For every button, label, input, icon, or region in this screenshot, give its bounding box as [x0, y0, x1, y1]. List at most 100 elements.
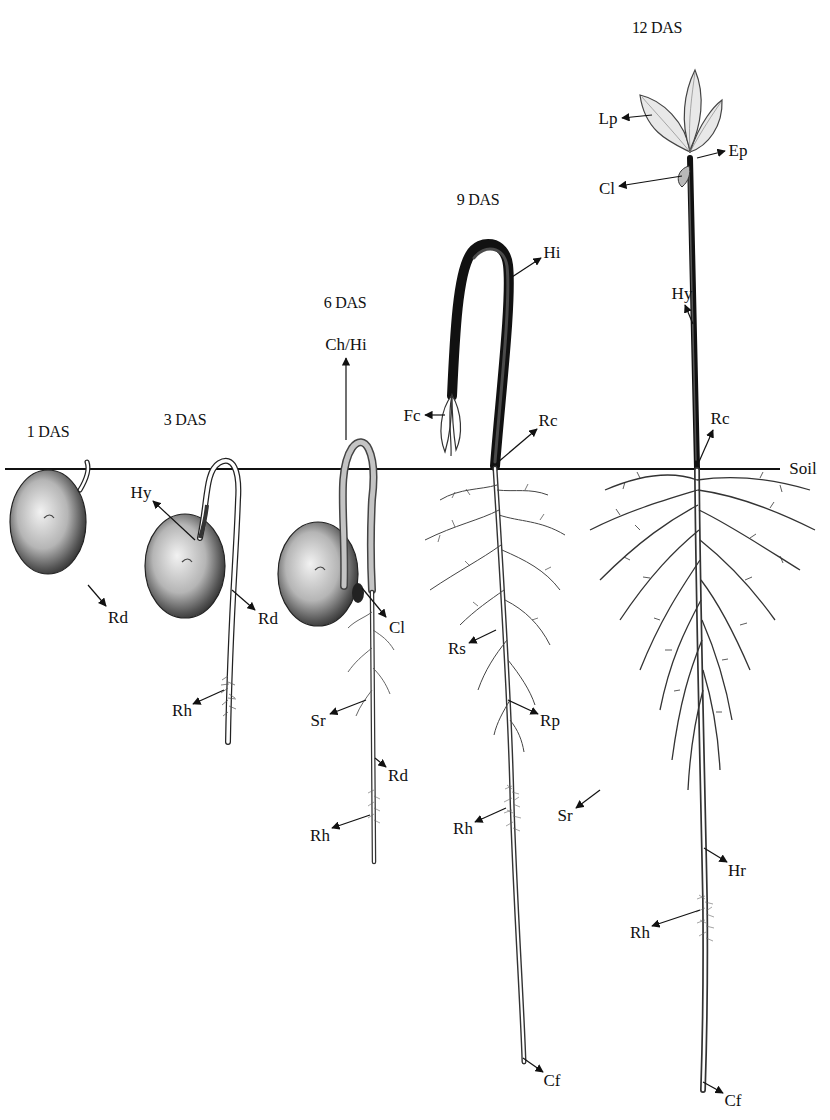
hypocotyl-hook	[452, 244, 509, 466]
seed-1das	[10, 470, 86, 574]
taproot	[495, 468, 524, 1062]
hypocotyl-radicle	[200, 461, 238, 742]
lateral-roots	[425, 485, 565, 752]
radicle	[80, 462, 88, 490]
leader-lines	[330, 700, 366, 714]
stage-label: 9 DAS	[455, 191, 502, 209]
leader-lines	[88, 585, 106, 606]
part-abbreviation: Rd	[106, 608, 130, 627]
part-abbreviation: Cl	[597, 179, 617, 198]
part-abbreviation: Sr	[555, 806, 574, 825]
part-abbreviation: Hi	[542, 243, 563, 262]
hypocotyl-stem	[690, 158, 697, 468]
leader-lines	[622, 115, 652, 118]
leader-lines	[497, 429, 537, 463]
leader-lines	[652, 910, 700, 926]
root-hairs	[696, 895, 714, 941]
hypocotyl-hook	[343, 442, 374, 590]
part-abbreviation: Rh	[308, 826, 332, 845]
hypocotyl-radicle	[200, 461, 238, 742]
seed-1das	[44, 515, 54, 518]
radicle	[372, 592, 374, 862]
root-hairs	[696, 895, 714, 941]
leader-lines	[153, 501, 195, 540]
hypocotyl-radicle	[200, 461, 238, 742]
radicle	[80, 462, 88, 490]
leader-lines	[345, 358, 346, 440]
leader-lines	[512, 258, 541, 277]
leader-lines	[475, 808, 506, 822]
part-abbreviation: Ep	[727, 141, 750, 160]
lateral-roots	[697, 478, 815, 770]
primary-leaves	[640, 70, 722, 152]
hypocotyl-hook	[452, 244, 509, 466]
part-abbreviation: Cf	[723, 1091, 744, 1110]
part-abbreviation: Cl	[387, 618, 407, 637]
leader-lines	[576, 790, 600, 808]
part-abbreviation: Cf	[542, 1071, 563, 1090]
leader-lines	[508, 700, 538, 714]
hypocotyl-hook	[343, 442, 374, 590]
leader-lines	[232, 590, 255, 610]
root-hairs	[221, 676, 236, 716]
radicle	[372, 592, 374, 862]
part-abbreviation: Hr	[726, 861, 748, 880]
leader-lines	[193, 690, 224, 704]
seed-1das	[10, 470, 86, 574]
primary-leaves	[684, 70, 701, 150]
stage-label: 1 DAS	[25, 423, 72, 441]
part-abbreviation: Hy	[670, 284, 695, 303]
part-abbreviation: Rh	[628, 923, 652, 942]
primary-leaves	[642, 72, 721, 152]
leader-lines	[523, 1058, 543, 1072]
leader-lines	[332, 815, 370, 828]
hypocotyl-radicle	[200, 505, 207, 538]
hypocotyl-hook	[343, 442, 374, 590]
hypocotyl-stem	[689, 158, 697, 468]
hypocotyl-radicle	[200, 461, 238, 742]
root-hairs	[504, 785, 521, 831]
radicle	[80, 462, 88, 490]
leader-lines	[362, 588, 386, 617]
leader-lines	[88, 115, 727, 1093]
part-abbreviation: Hy	[129, 483, 154, 502]
stage-label: 6 DAS	[322, 294, 369, 312]
part-abbreviation: Rh	[170, 701, 194, 720]
leader-lines	[698, 430, 713, 464]
part-abbreviation: Lp	[597, 109, 620, 128]
taproot	[495, 468, 524, 1062]
part-abbreviation: Rc	[537, 411, 560, 430]
seed-3das	[145, 514, 225, 618]
folded-cotyledons	[452, 395, 461, 450]
lateral-roots	[590, 475, 703, 790]
leader-lines	[469, 630, 496, 643]
secondary-roots	[348, 612, 394, 716]
root-hairs	[368, 790, 380, 823]
leader-lines	[703, 1082, 723, 1093]
seed-6das	[315, 567, 325, 570]
secondary-roots	[348, 612, 394, 716]
part-abbreviation: Rd	[256, 609, 280, 628]
part-abbreviation: Fc	[402, 406, 423, 425]
radicle	[372, 592, 374, 862]
lateral-roots	[616, 472, 783, 712]
leader-lines	[375, 758, 386, 767]
lateral-roots	[438, 484, 551, 620]
radicle	[372, 592, 374, 862]
leader-lines	[685, 305, 693, 324]
taproot	[495, 468, 524, 1062]
hypocotyl-stem	[689, 170, 696, 460]
part-abbreviation: Rh	[451, 819, 475, 838]
stage-label: 3 DAS	[162, 411, 209, 429]
part-abbreviation: Rc	[709, 409, 732, 428]
leader-lines	[425, 414, 445, 415]
radicle	[372, 592, 374, 862]
root-hairs	[221, 676, 236, 716]
soil-line	[5, 468, 780, 470]
leader-lines	[704, 848, 727, 862]
folded-cotyledons	[441, 395, 461, 456]
taproot	[495, 468, 524, 1062]
folded-cotyledons	[450, 396, 452, 456]
